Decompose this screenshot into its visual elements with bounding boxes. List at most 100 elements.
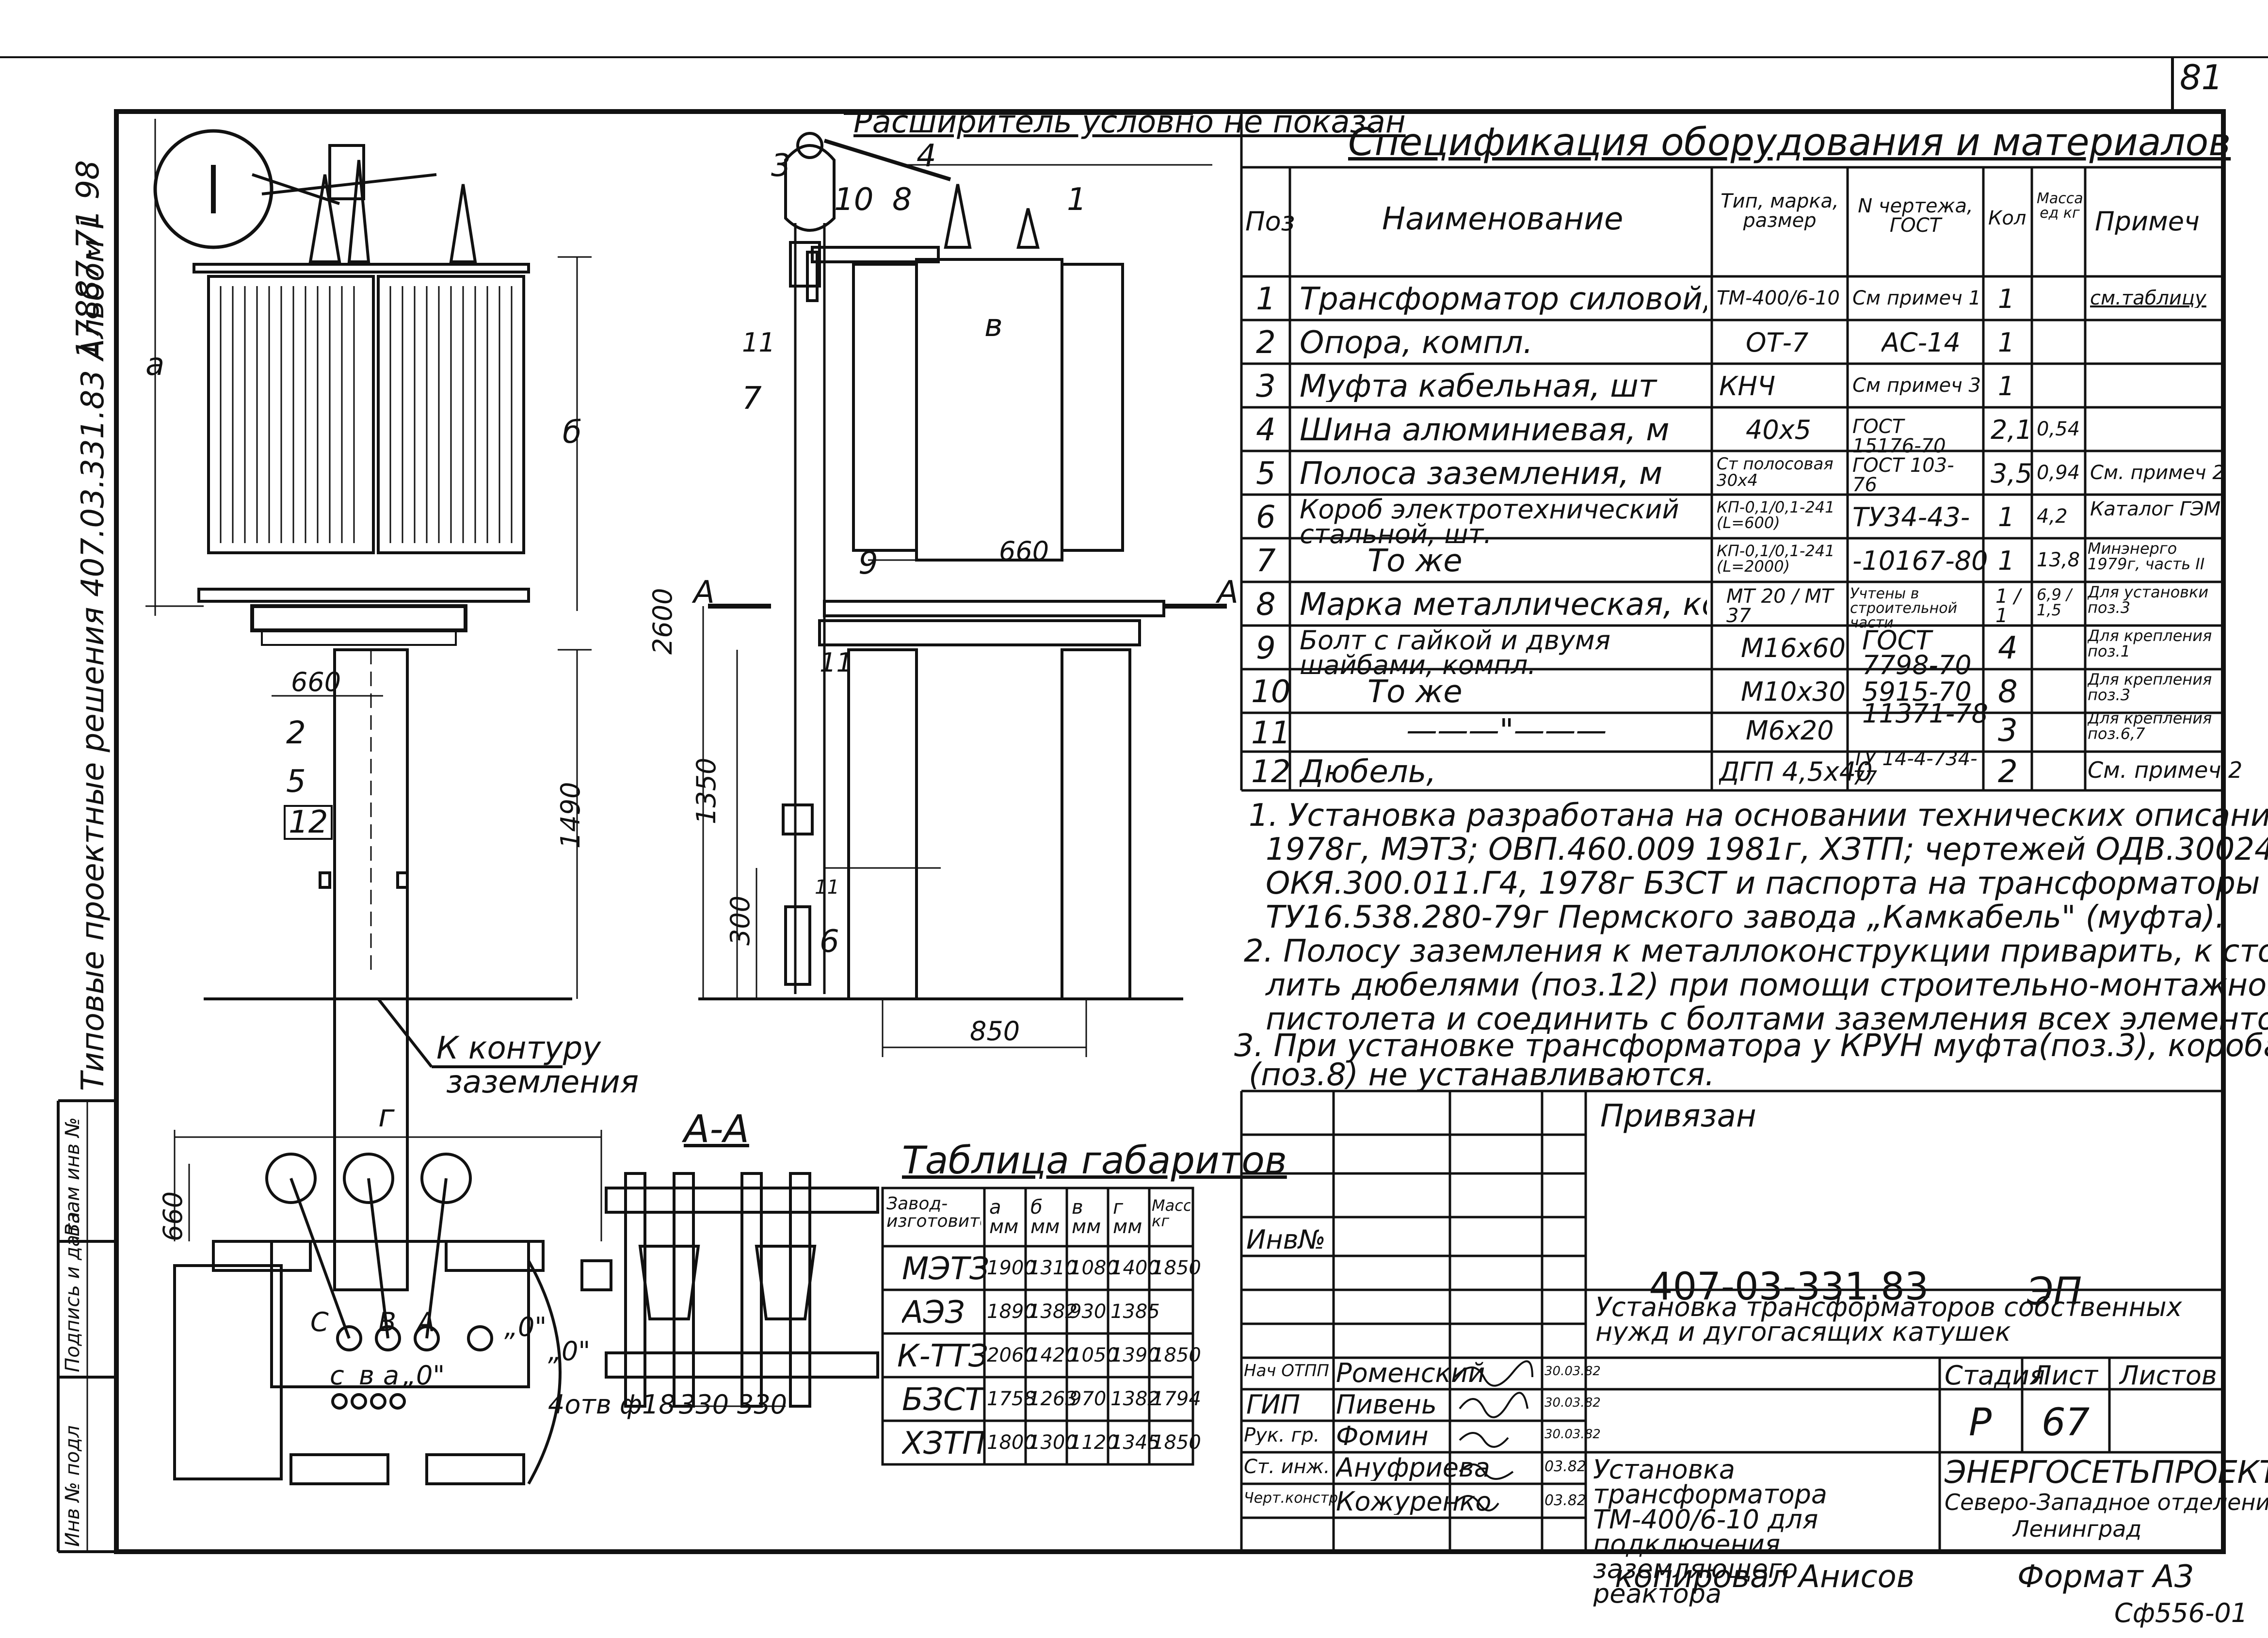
spec-row11-name: ———"——— bbox=[1406, 715, 1607, 746]
contour-label-1: К контуру bbox=[436, 1030, 601, 1066]
dim-row1-maker: МЭТЗ bbox=[902, 1253, 990, 1285]
spec-row6-mass: 4,2 bbox=[2037, 507, 2068, 526]
dim-row1-mass: 1850 bbox=[1152, 1258, 1201, 1278]
dim-header-mass: Масса кг bbox=[1152, 1198, 1190, 1229]
dim-row4-mass: 1794 bbox=[1152, 1389, 1201, 1409]
spec-row9-note: Для крепления поз.1 bbox=[2088, 628, 2212, 659]
org-name: ЭНЕРГОСЕТЬПРОЕКТ bbox=[1945, 1457, 2268, 1488]
spec-row4-type: 40х5 bbox=[1746, 417, 1812, 443]
spec-row5-drawing: ГОСТ 103-76 bbox=[1852, 456, 1954, 495]
sheets-header: Листов bbox=[2119, 1363, 2217, 1389]
section-aa-drawing bbox=[580, 1172, 879, 1408]
callout-5: 5 bbox=[286, 764, 306, 800]
spec-row12-drawing: ТУ 14-4-734-77 bbox=[1852, 749, 1978, 788]
dim-table-title: Таблица габаритов bbox=[902, 1139, 1287, 1183]
spec-row4-mass: 0,54 bbox=[2037, 419, 2080, 439]
dim-row5-maker: ХЗТП bbox=[902, 1428, 986, 1459]
callout-2: 2 bbox=[286, 715, 306, 751]
note-line-4: ТУ16.538.280-79г Пермского завода „Камка… bbox=[1266, 899, 2225, 935]
stage-value: Р bbox=[1969, 1404, 1992, 1442]
sheet-title: Установка трансформатора ТМ-400/6-10 для… bbox=[1593, 1457, 1827, 1606]
spec-row10-name: То же bbox=[1367, 676, 1463, 707]
dim-row3-b: 1420 bbox=[1028, 1346, 1078, 1365]
spec-row2-pos: 2 bbox=[1256, 327, 1276, 358]
spec-row7-type: КП-0,1/0,1-241 (L=2000) bbox=[1717, 543, 1835, 574]
callout-11-b: 11 bbox=[820, 647, 853, 678]
callout-10: 10 bbox=[834, 182, 874, 218]
tied-label: Привязан bbox=[1600, 1098, 1756, 1134]
spec-row12-name: Дюбель, bbox=[1300, 756, 1436, 787]
spec-row2-drawing: АС-14 bbox=[1882, 330, 1961, 356]
signer1-date: 30.03.82 bbox=[1544, 1365, 1601, 1378]
spec-header-qty: Кол bbox=[1988, 209, 2027, 228]
label-C-upper: С bbox=[310, 1307, 329, 1337]
note-line-6: лить дюбелями (поз.12) при помощи строит… bbox=[1266, 967, 2268, 1003]
callout-7: 7 bbox=[742, 381, 762, 417]
project-title: Установка трансформаторов собственных ну… bbox=[1595, 1295, 2182, 1345]
spec-row9-name: Болт с гайкой и двумя шайбами, компл. bbox=[1300, 628, 1611, 678]
dim-330-a: 330 bbox=[679, 1389, 729, 1420]
dim-660-front: 660 bbox=[291, 667, 341, 697]
dim-header-a: а мм bbox=[989, 1198, 1019, 1237]
label-0-upper: „0" bbox=[504, 1312, 547, 1342]
plan-view-drawing bbox=[173, 1130, 602, 1485]
spec-row10-note: Для крепления поз.3 bbox=[2088, 672, 2212, 703]
dim-header-b: б мм bbox=[1030, 1198, 1060, 1237]
section-aa-title: А-А bbox=[684, 1108, 749, 1151]
label-B-upper: В bbox=[378, 1307, 397, 1337]
front-view-drawing bbox=[145, 119, 592, 1291]
label-v-lower: в bbox=[359, 1360, 374, 1391]
spec-row3-type: КНЧ bbox=[1719, 373, 1775, 400]
spec-row5-pos: 5 bbox=[1256, 458, 1276, 489]
dim-row5-a: 1800 bbox=[987, 1433, 1036, 1452]
spec-header-mass: Масса ед кг bbox=[2037, 192, 2083, 221]
label-A-upper: А bbox=[417, 1307, 435, 1337]
dim-row5-mass: 1850 bbox=[1152, 1433, 1201, 1452]
spec-row7-name: То же bbox=[1367, 546, 1463, 577]
spec-row1-drawing: См примеч 1 bbox=[1852, 289, 1981, 308]
note-line-1: 1. Установка разработана на основании те… bbox=[1249, 798, 2268, 834]
spec-row4-drawing: ГОСТ 15176-70 bbox=[1852, 417, 1946, 456]
label-c-lower: с bbox=[330, 1360, 344, 1391]
callout-1: 1 bbox=[1067, 182, 1087, 218]
dim-row3-g: 1390 bbox=[1110, 1346, 1160, 1365]
dim-row1-b: 1310 bbox=[1028, 1258, 1078, 1278]
spec-row2-type: ОТ-7 bbox=[1746, 330, 1809, 356]
spec-row7-drawing: -10167-80 bbox=[1852, 548, 1988, 574]
signer3-name: Фомин bbox=[1336, 1423, 1429, 1449]
dim-row4-a: 1758 bbox=[987, 1389, 1036, 1409]
spec-row3-pos: 3 bbox=[1256, 371, 1276, 402]
inv-label: Инв№ bbox=[1246, 1224, 1326, 1255]
side-view-drawing bbox=[698, 113, 1227, 1057]
signer4-date: 03.82 bbox=[1544, 1460, 1586, 1474]
spec-row2-qty: 1 bbox=[1998, 330, 2015, 356]
section-mark-right: А bbox=[1217, 575, 1239, 610]
copied-by: копировал Анисов bbox=[1615, 1559, 1915, 1595]
spec-row6-note: Каталог ГЭМ bbox=[2090, 499, 2221, 519]
dim-row4-b: 1263 bbox=[1028, 1389, 1078, 1409]
spec-row8-mass: 6,9 / 1,5 bbox=[2037, 587, 2072, 618]
spec-title: Спецификация оборудования и материалов bbox=[1348, 121, 2231, 164]
spec-row7-mass: 13,8 bbox=[2037, 550, 2080, 570]
spec-row8-name: Марка металлическая, компл. bbox=[1300, 589, 1707, 620]
spec-row5-type: Ст полосовая 30х4 bbox=[1717, 456, 1834, 489]
dim-row3-a: 2060 bbox=[987, 1346, 1036, 1365]
dim-row1-a: 1900 bbox=[987, 1258, 1036, 1278]
note-line-5: 2. Полосу заземления к металлоконструкци… bbox=[1244, 933, 2268, 969]
signer3-role: Рук. гр. bbox=[1244, 1426, 1320, 1445]
dim-row2-g: 1385 bbox=[1110, 1302, 1160, 1321]
spec-row8-pos: 8 bbox=[1256, 589, 1276, 620]
spec-row6-name: Короб электротехнический стальной, шт. bbox=[1300, 497, 1679, 547]
dim-row5-g: 1345 bbox=[1110, 1433, 1160, 1452]
stage-header: Стадия bbox=[1945, 1363, 2045, 1389]
spec-row3-name: Муфта кабельная, шт bbox=[1300, 371, 1657, 402]
spec-row2-name: Опора, компл. bbox=[1300, 327, 1533, 358]
spec-row8-qty: 1 / 1 bbox=[1995, 587, 2021, 626]
spec-row5-mass: 0,94 bbox=[2037, 463, 2080, 482]
spec-row9-pos: 9 bbox=[1256, 633, 1276, 664]
expander-note: Расширитель условно не показан bbox=[853, 104, 1406, 140]
spec-row9-type: М16х60 bbox=[1741, 635, 1846, 661]
signer5-role: Черт.констр. bbox=[1244, 1491, 1343, 1506]
spec-row4-pos: 4 bbox=[1256, 415, 1276, 446]
dim-g: г bbox=[378, 1098, 395, 1134]
